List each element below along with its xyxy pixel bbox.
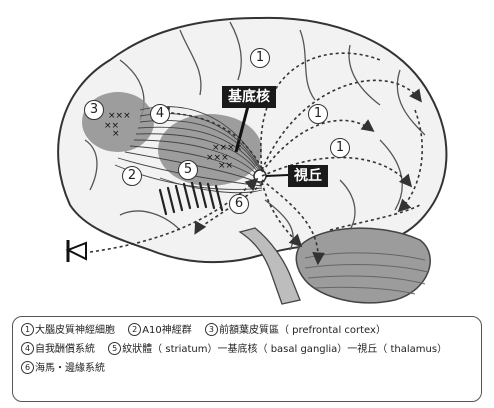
svg-text:××××: ×××× [212, 143, 242, 153]
legend-number: 1 [21, 322, 34, 336]
legend-text: A10神經群 [142, 325, 192, 336]
legend-number: 4 [21, 341, 34, 355]
eye-icon [65, 240, 87, 262]
svg-text:××: ×× [218, 161, 233, 171]
marker-2: 2 [122, 166, 142, 186]
thalamus-label: 視丘 [288, 165, 328, 187]
marker-6: 6 [229, 194, 249, 214]
brainstem [238, 227, 301, 305]
hippocampus-fibers [158, 181, 224, 216]
marker-4: 4 [150, 104, 170, 124]
marker-5: 5 [178, 160, 198, 180]
svg-text:×××: ××× [108, 111, 131, 121]
legend-text: 自我酬償系統 [35, 344, 95, 355]
brain-diagram: ××× ×× × ×××× ××× ×× [57, 16, 448, 305]
legend-text: 海馬・邊緣系統 [35, 363, 105, 374]
basal-ganglia-leader [234, 105, 250, 153]
legend-number: 5 [108, 341, 122, 355]
svg-text:×: × [112, 129, 120, 139]
legend-text: 前額葉皮質區（ prefrontal cortex） [218, 325, 386, 336]
marker-1-right-b: 1 [330, 138, 350, 158]
neuron-marks: ××× ×× × ×××× ××× ×× [104, 111, 242, 171]
legend-number: 6 [21, 360, 34, 374]
thalamus-dot [253, 169, 267, 183]
legend-number: 3 [204, 322, 218, 336]
cerebellum [295, 227, 431, 304]
thalamus-leader [265, 174, 289, 177]
legend-text: 大腦皮質神經細胞 [35, 325, 115, 336]
legend-text: 紋狀體（ striatum）一基底核（ basal ganglia）一視丘（ t… [122, 344, 448, 355]
svg-text:××: ×× [104, 121, 119, 131]
basal-ganglia-label: 基底核 [222, 86, 276, 108]
marker-3: 3 [84, 100, 104, 120]
marker-1-top: 1 [250, 48, 270, 68]
svg-text:×××: ××× [206, 153, 229, 163]
legend-number: 2 [128, 322, 142, 336]
marker-1-right-a: 1 [308, 104, 328, 124]
